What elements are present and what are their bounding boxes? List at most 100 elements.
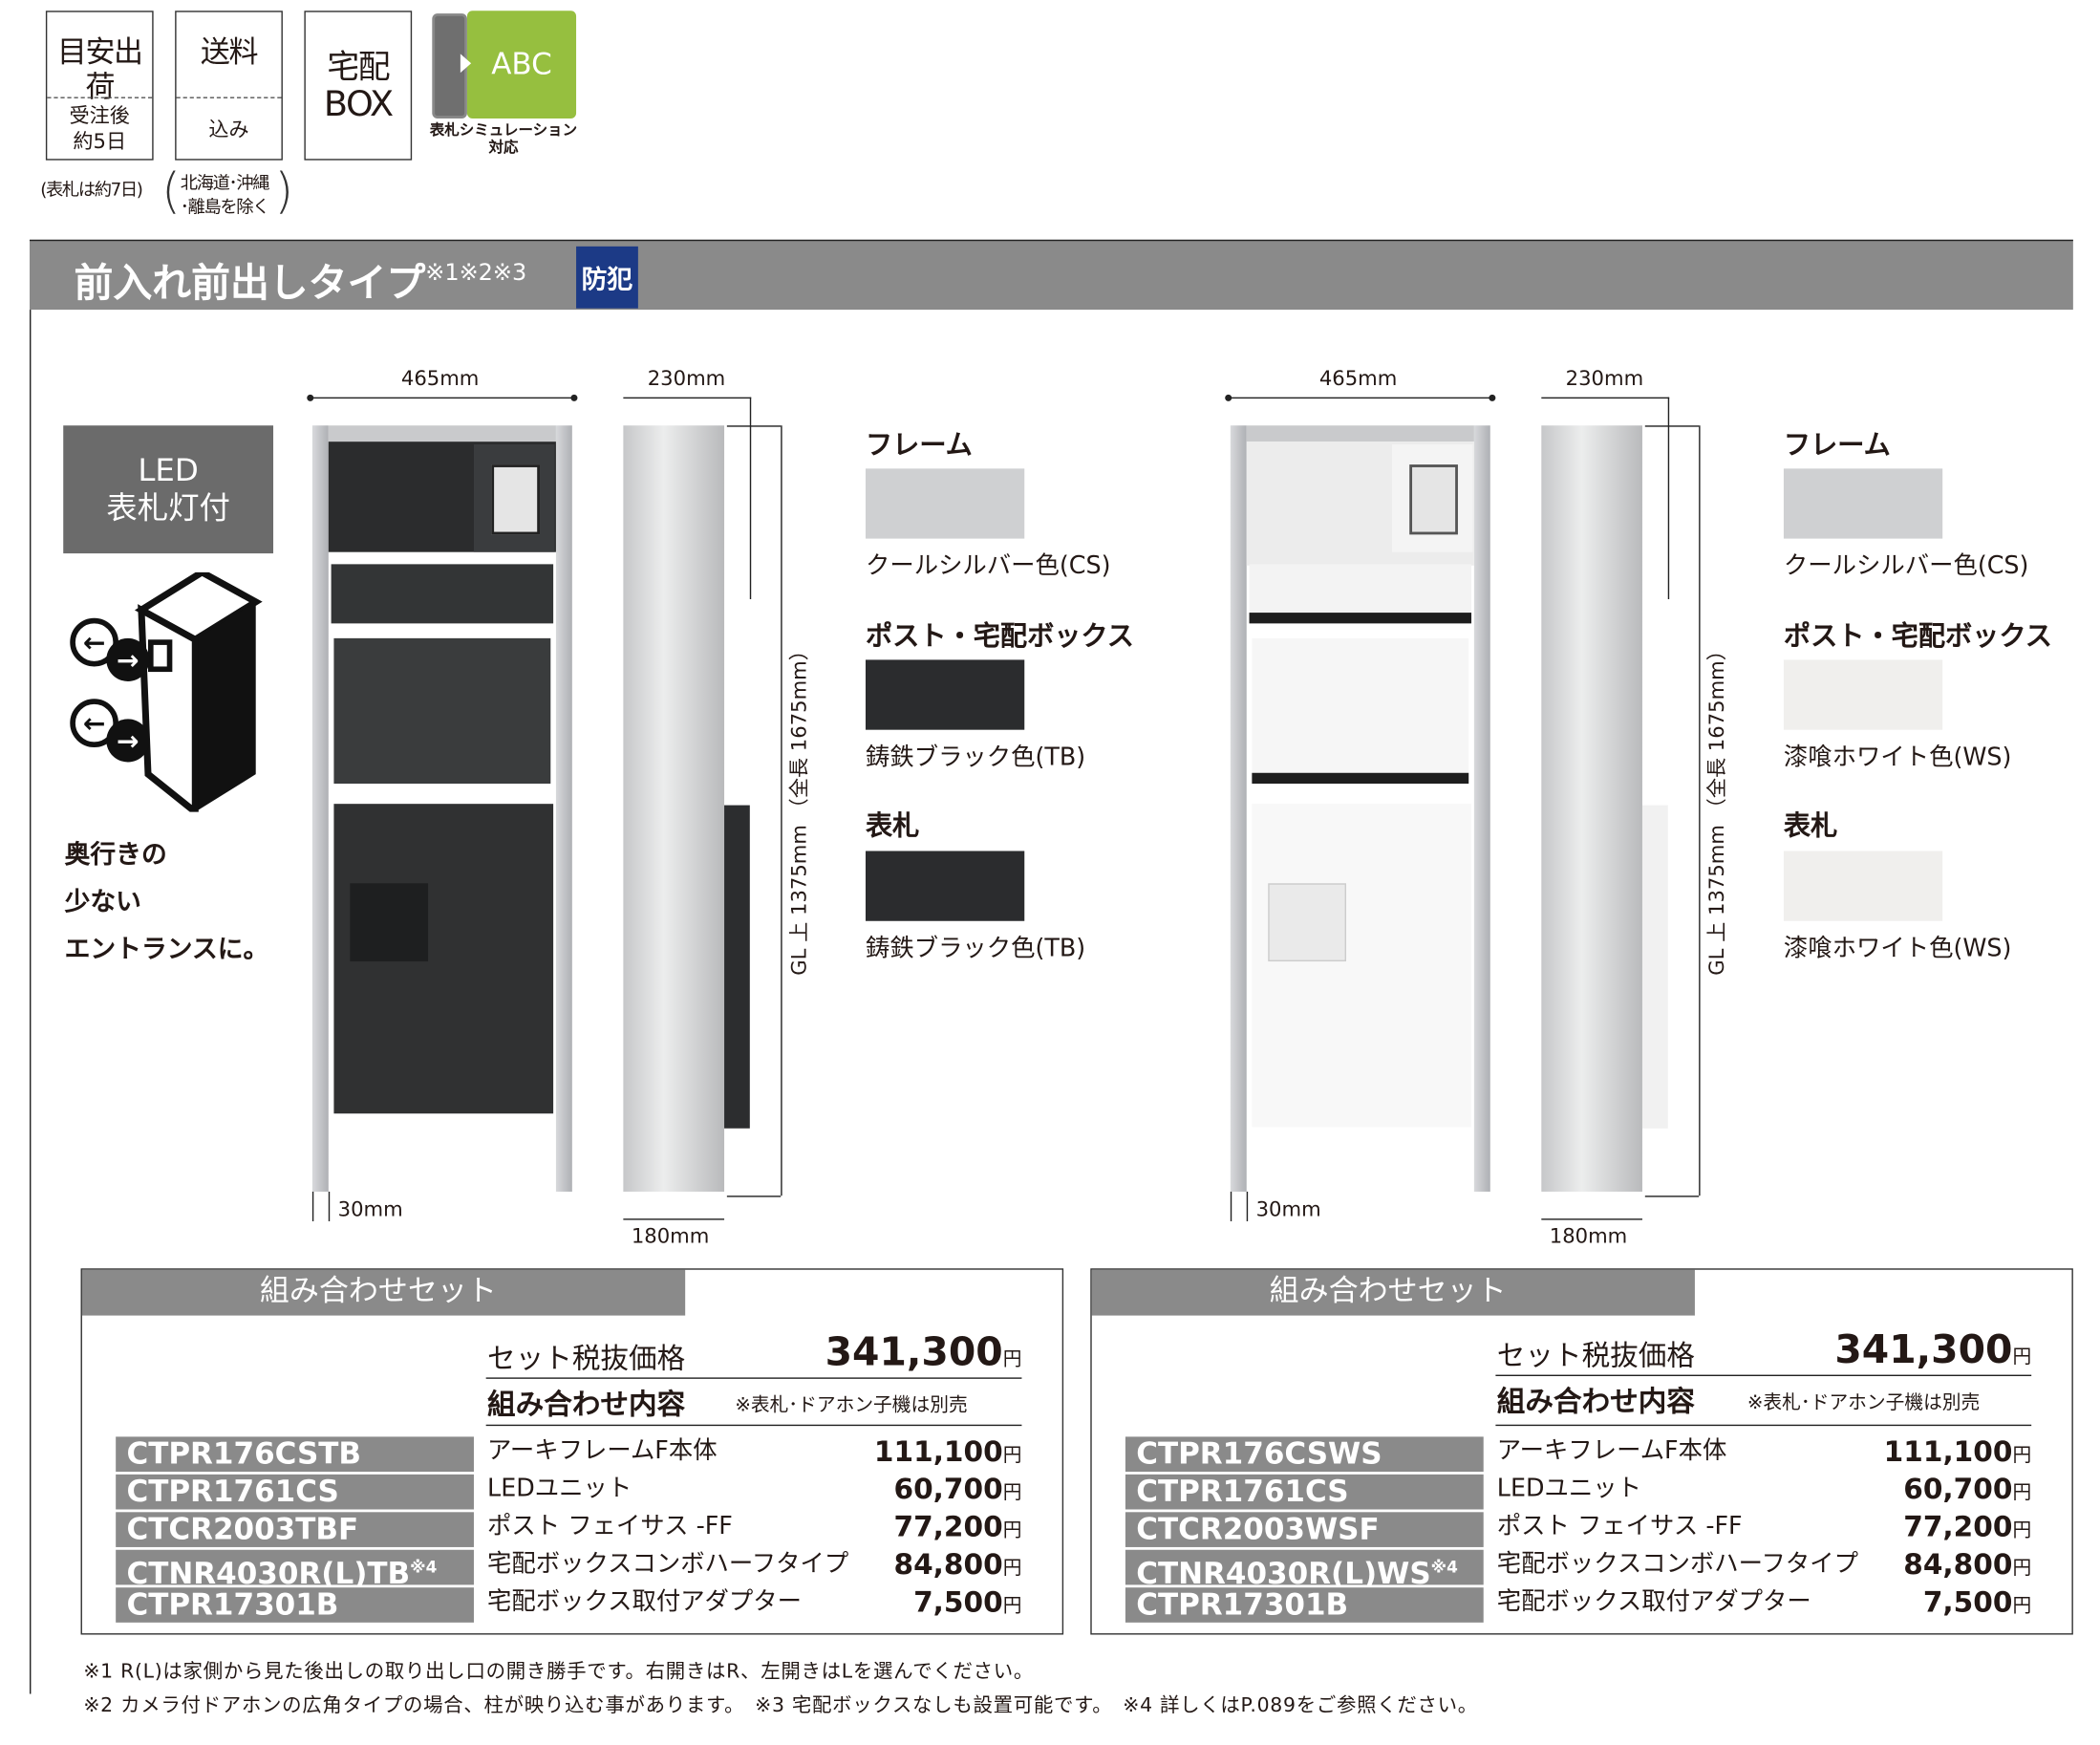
- dimension-line: [311, 1191, 314, 1221]
- item-code: CTPR176CSWS: [1125, 1436, 1484, 1473]
- set-price-label: セット税抜価格: [1496, 1339, 1695, 1372]
- item-note: ※4: [410, 1558, 438, 1577]
- dimension-line: [1541, 397, 1670, 399]
- catch-line-2: 少ない: [64, 887, 141, 917]
- footnote-2: ※2 カメラ付ドアホンの広角タイプの場合、柱が映り込む事があります。 ※3 宅配…: [83, 1694, 1478, 1717]
- yen-label: 円: [2012, 1558, 2032, 1580]
- item-price: 77,200: [893, 1510, 1003, 1543]
- paren-close: ): [274, 163, 294, 220]
- post-flap: [1249, 564, 1472, 624]
- swatch-post: [1783, 659, 1943, 730]
- frame-top: [328, 425, 556, 442]
- frame-right: [555, 425, 572, 1192]
- delivery-box-door: [1252, 804, 1472, 1128]
- base-dimension: 180mm: [1549, 1223, 1628, 1249]
- item-price: 60,700: [893, 1473, 1003, 1506]
- yen-label: 円: [1002, 1519, 1022, 1542]
- swatch-title-frame: フレーム: [1783, 428, 1891, 461]
- item-price: 77,200: [1903, 1510, 2013, 1543]
- width-dimension: 465mm: [1318, 366, 1398, 391]
- dimension-dot: [307, 394, 314, 401]
- postage-note: 北海道･沖縄 ･離島を除く: [180, 173, 270, 219]
- set-price: 341,300円: [1834, 1326, 2031, 1372]
- height-line: [1699, 425, 1701, 1196]
- section-notes: ※1※2※3: [425, 259, 527, 288]
- led-line1: LED: [138, 453, 199, 489]
- delivery-box-keypad: [1268, 883, 1346, 962]
- divider: [1495, 1374, 2032, 1376]
- item-code-text: CTNR4030R(L)WS: [1136, 1558, 1431, 1592]
- item-name: 宅配ボックスコンボハーフタイプ: [487, 1549, 849, 1579]
- delivery-box-line2: BOX: [323, 84, 394, 126]
- dimension-line: [1230, 1191, 1232, 1221]
- item-name: ポスト フェイサス -FF: [487, 1512, 733, 1540]
- swatch-label-nameplate: 漆喰ホワイト色(WS): [1783, 934, 2012, 963]
- delivery-box-badge: 宅配 BOX: [304, 11, 413, 161]
- frame-dimension: 30mm: [337, 1196, 403, 1221]
- postage-title: 送料: [200, 36, 259, 71]
- led-badge: LED 表札灯付: [63, 425, 274, 554]
- dimension-line: [1228, 397, 1492, 399]
- box-side: [1641, 805, 1668, 1129]
- item-code: CTPR176CSTB: [116, 1436, 474, 1473]
- delivery-box-line1: 宅配: [327, 48, 390, 87]
- contents-note: ※表札･ドアホン子機は別売: [735, 1394, 968, 1417]
- left-border: [29, 310, 32, 1694]
- item-name: 宅配ボックス取付アダプター: [1496, 1587, 1811, 1616]
- dimension-line: [1667, 397, 1670, 600]
- swatch-label-frame: クールシルバー色(CS): [1783, 551, 2029, 581]
- simulation-caption-2: 対応: [488, 139, 519, 157]
- item-code: CTNR4030R(L)TB※4: [116, 1549, 474, 1591]
- simulation-caption: 表札シミュレーション 対応: [425, 121, 581, 157]
- item-code-text: CTNR4030R(L)TB: [126, 1558, 411, 1592]
- section-title: 前入れ前出しタイプ※1※2※3: [74, 251, 526, 308]
- depth-dimension: 230mm: [647, 366, 726, 391]
- item-price: 7,500: [913, 1585, 1003, 1619]
- set-price-label: セット税抜価格: [487, 1342, 686, 1375]
- play-arrow-icon: [460, 54, 472, 74]
- dimension-dot: [1225, 394, 1232, 401]
- set-price-value: 341,300: [825, 1328, 1003, 1375]
- dimension-line: [1541, 1218, 1642, 1220]
- front-back-access-illustration: ← → ← →: [70, 571, 263, 812]
- svg-text:←: ←: [83, 627, 106, 658]
- set-header: 組み合わせセット: [81, 1269, 686, 1316]
- svg-text:→: →: [117, 644, 139, 676]
- width-dimension: 465mm: [400, 366, 480, 391]
- dimension-dot: [1489, 394, 1496, 401]
- postage-badge: 送料 込み: [175, 11, 283, 161]
- svg-text:←: ←: [83, 707, 106, 739]
- yen-label: 円: [2012, 1444, 2032, 1467]
- divider: [1495, 1424, 2032, 1427]
- side-pole: [1541, 425, 1642, 1192]
- yen-label: 円: [2012, 1595, 2032, 1618]
- contents-label: 組み合わせ内容: [487, 1388, 686, 1421]
- post-door: [333, 637, 551, 785]
- shipping-note: (表札は約7日): [40, 180, 143, 201]
- frame-left: [311, 425, 329, 1192]
- item-price: 111,100: [1883, 1434, 2013, 1468]
- yen-label: 円: [1002, 1558, 1022, 1580]
- yen-label: 円: [1002, 1444, 1022, 1467]
- shipping-badge: 目安出荷 受注後 約5日: [45, 11, 154, 161]
- item-note: ※4: [1430, 1558, 1458, 1577]
- swatch-label-frame: クールシルバー色(CS): [865, 551, 1111, 581]
- doorbell-camera-icon: [491, 464, 541, 535]
- divider: [485, 1424, 1022, 1427]
- item-code: CTNR4030R(L)WS※4: [1125, 1549, 1484, 1591]
- swatch-label-nameplate: 鋳鉄ブラック色(TB): [865, 934, 1086, 963]
- delivery-box-keypad: [350, 883, 429, 962]
- swatch-title-post: ポスト・宅配ボックス: [1783, 619, 2052, 652]
- divider: [485, 1377, 1022, 1379]
- crime-prevention-badge: 防犯: [576, 246, 638, 309]
- item-name: LEDユニット: [487, 1474, 632, 1503]
- shipping-title: 目安出荷: [56, 36, 143, 105]
- post-door: [1252, 637, 1469, 785]
- catch-line-3: エントランスに。: [64, 934, 269, 964]
- item-price: 7,500: [1922, 1585, 2013, 1619]
- set-price-value: 341,300: [1834, 1325, 2013, 1372]
- item-name: ポスト フェイサス -FF: [1496, 1512, 1743, 1540]
- dimension-line: [328, 1191, 331, 1221]
- dimension-line: [749, 397, 752, 600]
- swatch-nameplate: [1783, 851, 1943, 921]
